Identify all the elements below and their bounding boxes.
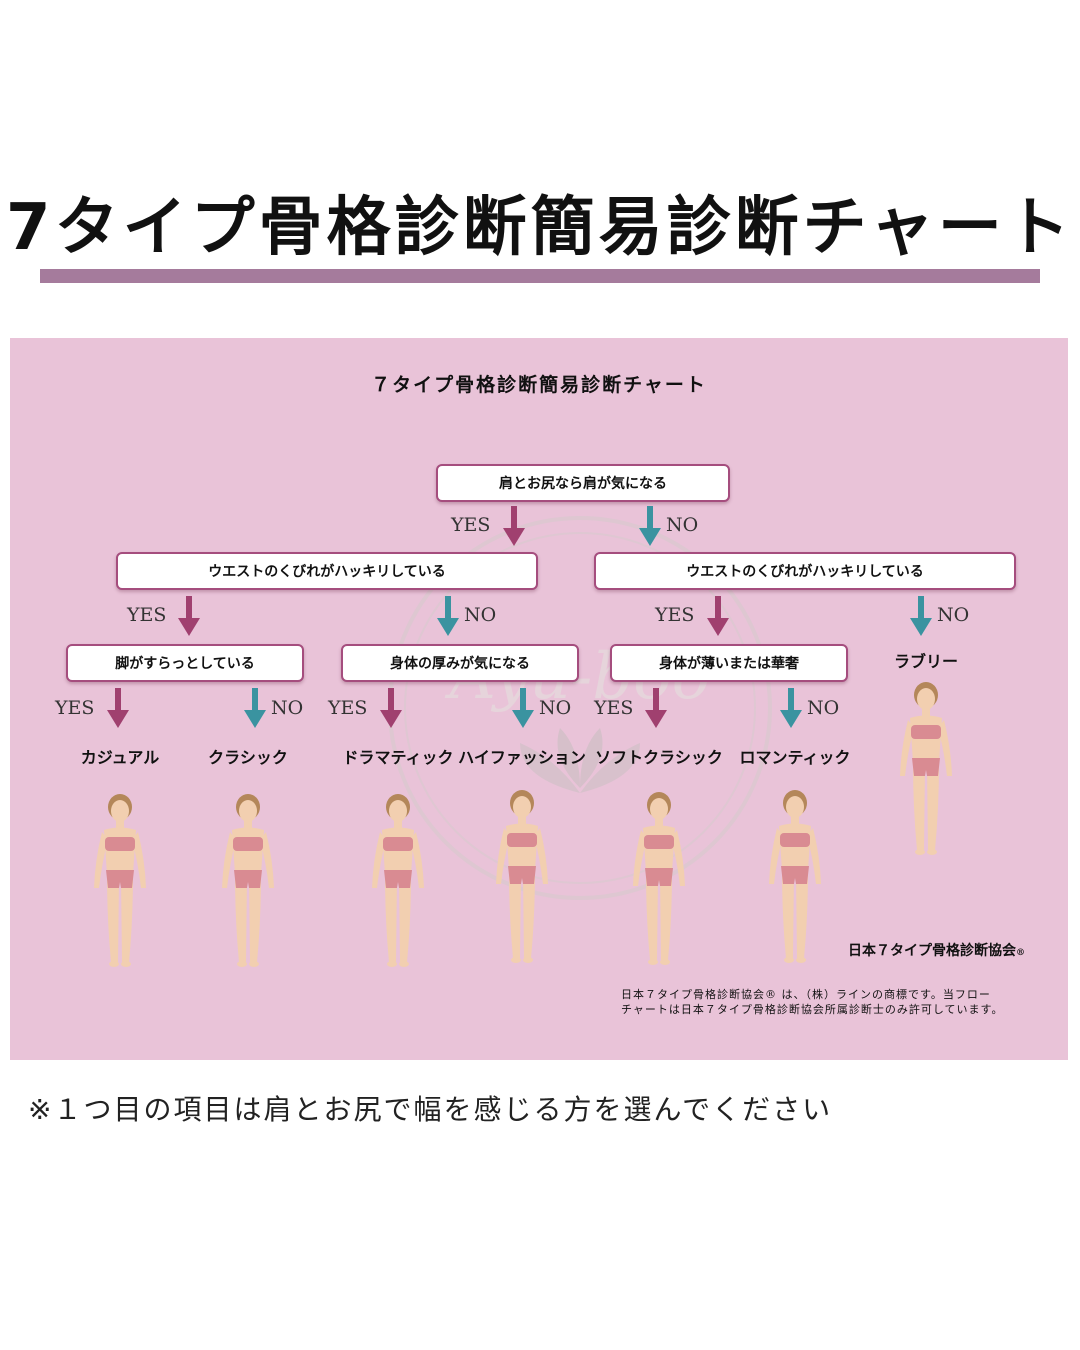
yes-label: YES bbox=[655, 604, 695, 626]
yes-label: YES bbox=[328, 697, 368, 719]
no-arrow-icon bbox=[780, 688, 802, 728]
question-waist-right: ウエストのくびれがハッキリしている bbox=[594, 552, 1016, 590]
yes-arrow-icon bbox=[178, 596, 200, 636]
result-lovely: ラブリー bbox=[893, 652, 958, 671]
no-label: NO bbox=[666, 514, 699, 536]
body-figure-high-fashion bbox=[487, 786, 557, 966]
footnote: ※１つ目の項目は肩とお尻で幅を感じる方を選んでください bbox=[28, 1093, 833, 1126]
no-arrow-icon bbox=[512, 688, 534, 728]
title-underline bbox=[40, 269, 1040, 283]
association-name: 日本７タイプ骨格診断協会® bbox=[848, 943, 1025, 959]
result-high-fashion: ハイファッション bbox=[458, 748, 586, 767]
result-soft-classic: ソフトクラシック bbox=[595, 748, 723, 767]
body-figure-soft-classic bbox=[624, 788, 694, 968]
body-figure-casual bbox=[85, 790, 155, 970]
no-arrow-icon bbox=[639, 506, 661, 546]
yes-arrow-icon bbox=[380, 688, 402, 728]
no-label: NO bbox=[464, 604, 497, 626]
body-figure-lovely bbox=[891, 678, 961, 858]
body-figure-dramatic bbox=[363, 790, 433, 970]
body-figure-romantic bbox=[760, 786, 830, 966]
no-label: NO bbox=[271, 697, 304, 719]
yes-arrow-icon bbox=[707, 596, 729, 636]
result-romantic: ロマンティック bbox=[739, 748, 851, 767]
no-label: NO bbox=[937, 604, 970, 626]
yes-arrow-icon bbox=[107, 688, 129, 728]
result-casual: カジュアル bbox=[80, 748, 160, 767]
no-label: NO bbox=[807, 697, 840, 719]
question-legs: 脚がすらっとしている bbox=[66, 644, 304, 682]
yes-label: YES bbox=[55, 697, 95, 719]
yes-label: YES bbox=[127, 604, 167, 626]
trademark-note-line1: 日本７タイプ骨格診断協会® は、（株）ラインの商標です。当フロー bbox=[621, 988, 991, 1001]
body-figure-classic bbox=[213, 790, 283, 970]
page-title: 7タイプ骨格診断簡易診断チャート bbox=[6, 191, 1074, 265]
question-thickness: 身体の厚みが気になる bbox=[341, 644, 579, 682]
chart-panel: Ayu-boo ７タイプ骨格診断簡易診断チャート 肩とお尻なら肩が気になる YE… bbox=[10, 338, 1068, 1060]
no-arrow-icon bbox=[910, 596, 932, 636]
question-thin: 身体が薄いまたは華奢 bbox=[610, 644, 848, 682]
result-classic: クラシック bbox=[208, 748, 288, 767]
question-waist-left: ウエストのくびれがハッキリしている bbox=[116, 552, 538, 590]
result-dramatic: ドラマティック bbox=[342, 748, 454, 767]
yes-arrow-icon bbox=[645, 688, 667, 728]
no-arrow-icon bbox=[437, 596, 459, 636]
no-label: NO bbox=[539, 697, 572, 719]
yes-label: YES bbox=[451, 514, 491, 536]
yes-label: YES bbox=[594, 697, 634, 719]
yes-arrow-icon bbox=[503, 506, 525, 546]
chart-title: ７タイプ骨格診断簡易診断チャート bbox=[371, 374, 707, 396]
question-root: 肩とお尻なら肩が気になる bbox=[436, 464, 730, 502]
no-arrow-icon bbox=[244, 688, 266, 728]
trademark-note-line2: チャートは日本７タイプ骨格診断協会所属診断士のみ許可しています。 bbox=[621, 1003, 1004, 1016]
